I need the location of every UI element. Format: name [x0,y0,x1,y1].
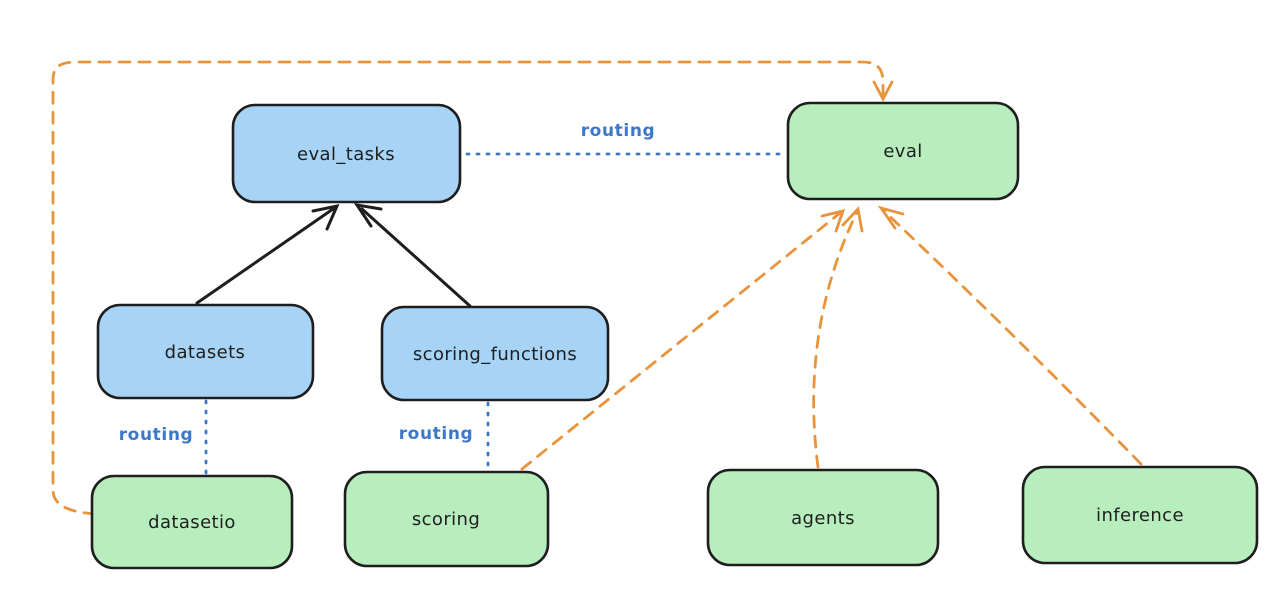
node-inference-box [1021,465,1259,565]
edge-datasets-to-eval-tasks-arrowhead [311,203,340,231]
node-inference-label: inference [1096,505,1184,526]
edge-agents-to-eval-arrowhead [841,206,864,233]
node-datasetio-box [90,474,294,570]
edge-scoring-to-eval [520,209,846,471]
node-datasetio: datasetio [90,474,294,570]
edge-inference-to-eval-arrowhead [877,205,905,230]
edge-scoring-to-eval-path [520,211,842,471]
edge-datasets-to-eval-tasks-path [195,207,335,305]
node-eval-box [786,101,1020,201]
routing-label-middle: routing [399,424,474,444]
edge-datasetio-to-eval-arrowhead [872,80,894,102]
node-agents-label: agents [791,508,855,529]
node-scoring-label: scoring [412,509,480,530]
edge-inference-to-eval-path [882,209,1143,466]
node-eval-tasks-label: eval_tasks [297,144,395,165]
routing-label-top: routing [581,121,656,141]
node-scoring-functions-label: scoring_functions [413,344,577,365]
edge-agents-to-eval [812,206,864,469]
edge-datasets-to-eval-tasks [195,203,340,305]
node-inference: inference [1021,465,1259,565]
node-datasets-label: datasets [165,342,246,363]
node-datasetio-label: datasetio [148,512,236,533]
node-agents: agents [706,468,940,567]
node-scoring-box [343,470,550,568]
edge-datasetio-to-eval [51,60,894,516]
node-eval-label: eval [883,141,922,162]
edge-scoring-to-eval-arrowhead [820,209,846,233]
node-agents-box [706,468,940,567]
node-datasets: datasets [96,303,315,400]
routing-label-left: routing [119,425,194,445]
edge-agents-to-eval-path [812,210,859,469]
edge-datasetio-to-eval-path [51,60,885,516]
edge-scoring-functions-to-eval-tasks-path [360,207,472,308]
node-scoring-functions: scoring_functions [380,305,610,402]
edge-scoring-functions-to-eval-tasks [353,202,472,308]
node-datasets-box [96,303,315,400]
node-scoring-functions-box [380,305,610,402]
edge-inference-to-eval [877,205,1143,466]
edge-scoring-functions-to-eval-tasks-arrowhead [353,202,383,228]
node-scoring: scoring [343,470,550,568]
node-eval: eval [786,101,1020,201]
node-eval-tasks: eval_tasks [231,103,462,204]
node-eval-tasks-box [231,103,462,204]
